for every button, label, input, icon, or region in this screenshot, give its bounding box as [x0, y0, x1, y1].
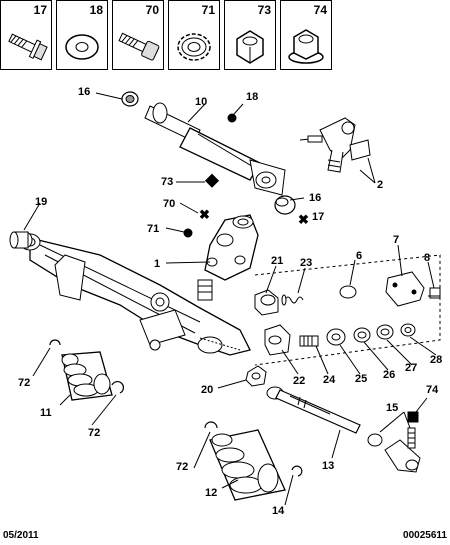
yoke-spring[interactable]	[281, 294, 304, 306]
diagram-reference: 00025611	[403, 530, 447, 541]
hex-nut-icon	[236, 30, 264, 64]
callout-27[interactable]: 27	[405, 362, 418, 374]
callout-70[interactable]: 70	[163, 198, 176, 210]
callout-74[interactable]: 74	[426, 384, 439, 396]
legend-ref-number: 18	[89, 3, 103, 17]
screw-marker: ✖	[199, 207, 210, 222]
rack-yoke-upper[interactable]	[254, 289, 279, 316]
callout-73[interactable]: 73	[161, 176, 174, 188]
callout-72-right[interactable]: 72	[176, 461, 189, 473]
ball-joint-nut[interactable]	[245, 365, 267, 387]
legend-ref-number: 17	[33, 3, 47, 17]
callout-24[interactable]: 24	[323, 374, 336, 386]
callout-25[interactable]: 25	[355, 373, 368, 385]
callout-11[interactable]: 11	[40, 407, 52, 419]
callout-6[interactable]: 6	[356, 250, 363, 262]
adjuster-plug[interactable]	[299, 335, 319, 347]
callout-71[interactable]: 71	[147, 223, 160, 235]
legend-cell-71[interactable]: 71	[168, 0, 220, 70]
damper-bracket[interactable]	[299, 117, 371, 173]
callout-14[interactable]: 14	[272, 505, 285, 517]
legend-ref-number: 74	[313, 3, 327, 17]
callout-13[interactable]: 13	[322, 460, 335, 472]
nut-marker	[204, 173, 220, 188]
bolt-marker: ✖	[298, 212, 309, 227]
callout-21[interactable]: 21	[271, 255, 284, 267]
callout-1[interactable]: 1	[154, 258, 161, 270]
callout-7[interactable]: 7	[393, 234, 400, 246]
legend-cell-18[interactable]: 18	[56, 0, 108, 70]
callout-12[interactable]: 12	[205, 487, 218, 499]
callout-72-left-upper[interactable]: 72	[18, 377, 31, 389]
flat-washer-icon	[65, 34, 99, 60]
legend-cell-17[interactable]: 17	[0, 0, 52, 70]
callout-23[interactable]: 23	[300, 257, 313, 269]
serrated-washer-marker	[183, 228, 193, 238]
yoke-cover-plate[interactable]	[385, 271, 425, 307]
callout-15[interactable]: 15	[386, 402, 399, 414]
callout-8[interactable]: 8	[424, 252, 431, 264]
tie-rod[interactable]	[266, 386, 361, 434]
pinion-valve[interactable]	[197, 214, 259, 301]
legend-cell-70[interactable]: 70	[112, 0, 164, 70]
flange-bolt-icon	[8, 33, 48, 61]
callout-17[interactable]: 17	[312, 211, 325, 223]
steering-damper[interactable]	[121, 91, 296, 215]
legend-cell-74[interactable]: 74	[280, 0, 332, 70]
callout-18[interactable]: 18	[246, 91, 259, 103]
legend-cell-73[interactable]: 73	[224, 0, 276, 70]
callout-26[interactable]: 26	[383, 369, 396, 381]
steering-rack-housing[interactable]	[19, 233, 251, 356]
serrated-washer-icon	[177, 33, 211, 61]
callout-19[interactable]: 19	[35, 196, 48, 208]
flange-nut-marker	[407, 411, 419, 423]
callout-72-left-lower[interactable]: 72	[88, 427, 101, 439]
callout-20[interactable]: 20	[201, 384, 214, 396]
socket-screw-icon	[118, 32, 160, 61]
callout-16-lower[interactable]: 16	[309, 192, 322, 204]
rack-boot-right[interactable]	[209, 429, 286, 501]
flange-nut-icon	[288, 29, 324, 64]
publication-date: 05/2011	[3, 530, 39, 541]
rack-bush[interactable]	[9, 231, 33, 249]
washer-marker	[227, 113, 237, 123]
rack-yoke-lower[interactable]	[264, 324, 291, 356]
tie-rod-end[interactable]	[367, 427, 421, 473]
callout-22[interactable]: 22	[293, 375, 306, 387]
legend-ref-number: 71	[201, 3, 215, 17]
callout-10[interactable]: 10	[195, 96, 208, 108]
legend-ref-number: 73	[257, 3, 271, 17]
callout-16-upper[interactable]: 16	[78, 86, 91, 98]
o-ring[interactable]	[339, 285, 357, 299]
rack-boot-left[interactable]	[61, 351, 113, 401]
legend-ref-number: 70	[145, 3, 159, 17]
callout-28[interactable]: 28	[430, 354, 443, 366]
cover-bolt[interactable]	[428, 287, 441, 299]
callout-2[interactable]: 2	[377, 179, 384, 191]
